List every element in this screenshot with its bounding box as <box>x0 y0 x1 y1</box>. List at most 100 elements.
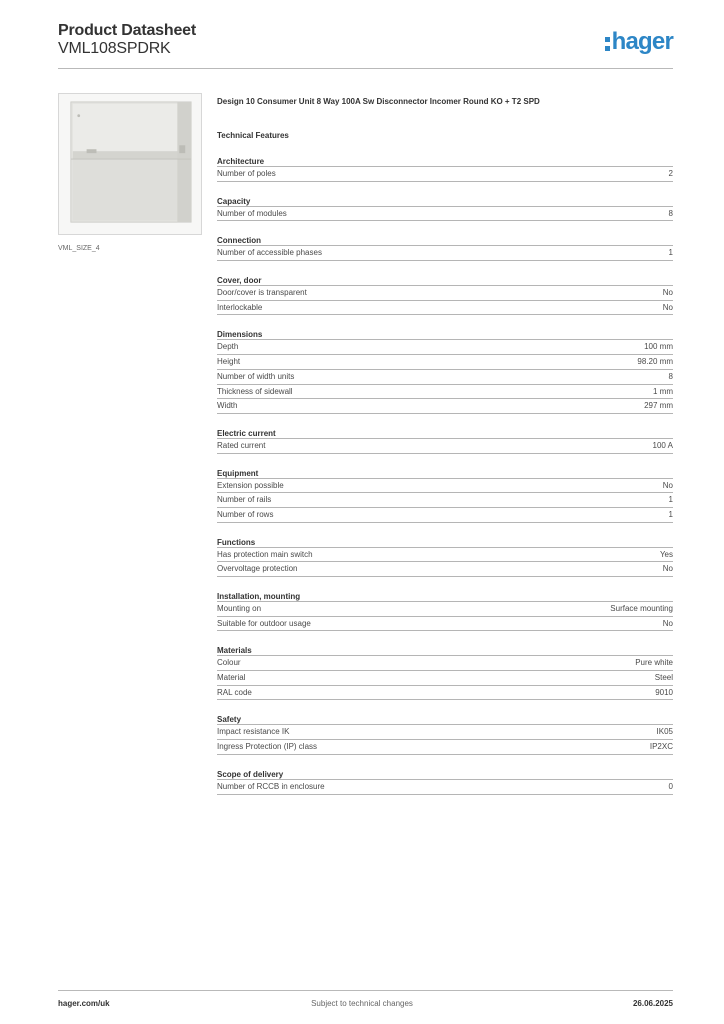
feature-value: No <box>662 302 673 312</box>
feature-label: Suitable for outdoor usage <box>217 618 311 628</box>
feature-value: 1 mm <box>653 386 673 396</box>
footer-date: 26.06.2025 <box>632 999 673 1008</box>
feature-row: Has protection main switch Yes <box>217 548 673 563</box>
feature-row: Impact resistance IK IK05 <box>217 725 673 741</box>
feature-value: 0 <box>668 781 673 791</box>
feature-label: Impact resistance IK <box>217 727 290 737</box>
section-title: Scope of delivery <box>217 769 673 780</box>
feature-row: Ingress Protection (IP) class IP2XC <box>217 740 673 755</box>
footer-website: hager.com/uk <box>58 999 110 1008</box>
feature-row: Height 98.20 mm <box>217 355 673 370</box>
product-code: VML108SPDRK <box>58 40 171 57</box>
feature-label: Number of poles <box>217 169 276 178</box>
feature-label: RAL code <box>217 687 252 697</box>
feature-value: 100 A <box>652 440 673 450</box>
feature-row: Interlockable No <box>217 301 673 316</box>
feature-label: Depth <box>217 342 239 352</box>
technical-features-heading: Technical Features <box>217 131 289 140</box>
feature-value: IK05 <box>656 727 673 737</box>
section-title: Materials <box>217 645 673 657</box>
section-title: Connection <box>217 235 673 247</box>
feature-row: Number of rails 1 <box>217 493 673 508</box>
header-divider <box>58 68 673 69</box>
section-title: Capacity <box>217 196 673 207</box>
feature-row: Door/cover is transparent No <box>217 286 673 301</box>
feature-value: 8 <box>668 208 673 218</box>
feature-label: Overvoltage protection <box>217 564 298 574</box>
brand-logo: hager <box>604 28 674 56</box>
page-header: Product Datasheet VML108SPDRK hager <box>58 20 674 70</box>
feature-row: Width 297 mm <box>217 399 673 414</box>
feature-label: Door/cover is transparent <box>217 288 307 298</box>
feature-label: Interlockable <box>217 302 263 312</box>
technical-content: Design 10 Consumer Unit 8 Way 100A Sw Di… <box>217 96 673 795</box>
feature-value: 297 mm <box>644 401 673 411</box>
feature-label: Number of rows <box>217 509 274 519</box>
feature-row: Number of RCCB in enclosure 0 <box>217 780 673 795</box>
product-image <box>58 93 202 235</box>
feature-row: Number of poles 2 <box>217 167 673 182</box>
feature-value: 9010 <box>655 687 673 697</box>
feature-row: Material Steel <box>217 671 673 686</box>
feature-label: Material <box>217 673 246 683</box>
image-caption: VML_SIZE_4 <box>58 245 100 252</box>
feature-row: RAL code 9010 <box>217 686 673 701</box>
feature-value: 1 <box>668 495 673 505</box>
feature-value: 98.20 mm <box>637 357 673 367</box>
feature-label: Width <box>217 401 238 411</box>
feature-label: Mounting on <box>217 604 262 613</box>
section-title: Cover, door <box>217 275 673 287</box>
feature-value: 1 <box>668 509 673 519</box>
section-title: Installation, mounting <box>217 591 673 602</box>
feature-row: Number of modules 8 <box>217 207 673 222</box>
product-description: Design 10 Consumer Unit 8 Way 100A Sw Di… <box>217 97 540 106</box>
section-title: Safety <box>217 714 673 726</box>
feature-value: No <box>662 618 673 628</box>
feature-value: Pure white <box>635 658 673 668</box>
feature-label: Number of modules <box>217 208 287 218</box>
feature-value: 100 mm <box>644 342 673 352</box>
logo-dots-icon <box>604 36 610 51</box>
section-title: Dimensions <box>217 329 673 341</box>
feature-value: 2 <box>668 169 673 178</box>
section-title: Functions <box>217 537 673 548</box>
feature-row: Number of rows 1 <box>217 508 673 523</box>
section-title: Equipment <box>217 468 673 479</box>
feature-label: Ingress Protection (IP) class <box>217 742 318 752</box>
feature-label: Rated current <box>217 440 266 450</box>
feature-value: Yes <box>659 549 673 559</box>
feature-value: No <box>662 288 673 298</box>
footer-divider <box>58 990 673 991</box>
feature-label: Number of rails <box>217 495 272 505</box>
feature-label: Height <box>217 357 241 367</box>
logo-text: hager <box>611 28 674 55</box>
feature-label: Thickness of sidewall <box>217 386 293 396</box>
feature-label: Number of accessible phases <box>217 248 322 258</box>
feature-label: Extension possible <box>217 480 284 490</box>
consumer-unit-illustration <box>59 94 201 234</box>
feature-value: IP2XC <box>649 742 673 752</box>
feature-row: Rated current 100 A <box>217 439 673 454</box>
feature-label: Number of RCCB in enclosure <box>217 781 325 791</box>
feature-value: Steel <box>654 673 673 683</box>
feature-value: 8 <box>668 371 673 381</box>
feature-row: Suitable for outdoor usage No <box>217 617 673 632</box>
feature-label: Has protection main switch <box>217 549 313 559</box>
